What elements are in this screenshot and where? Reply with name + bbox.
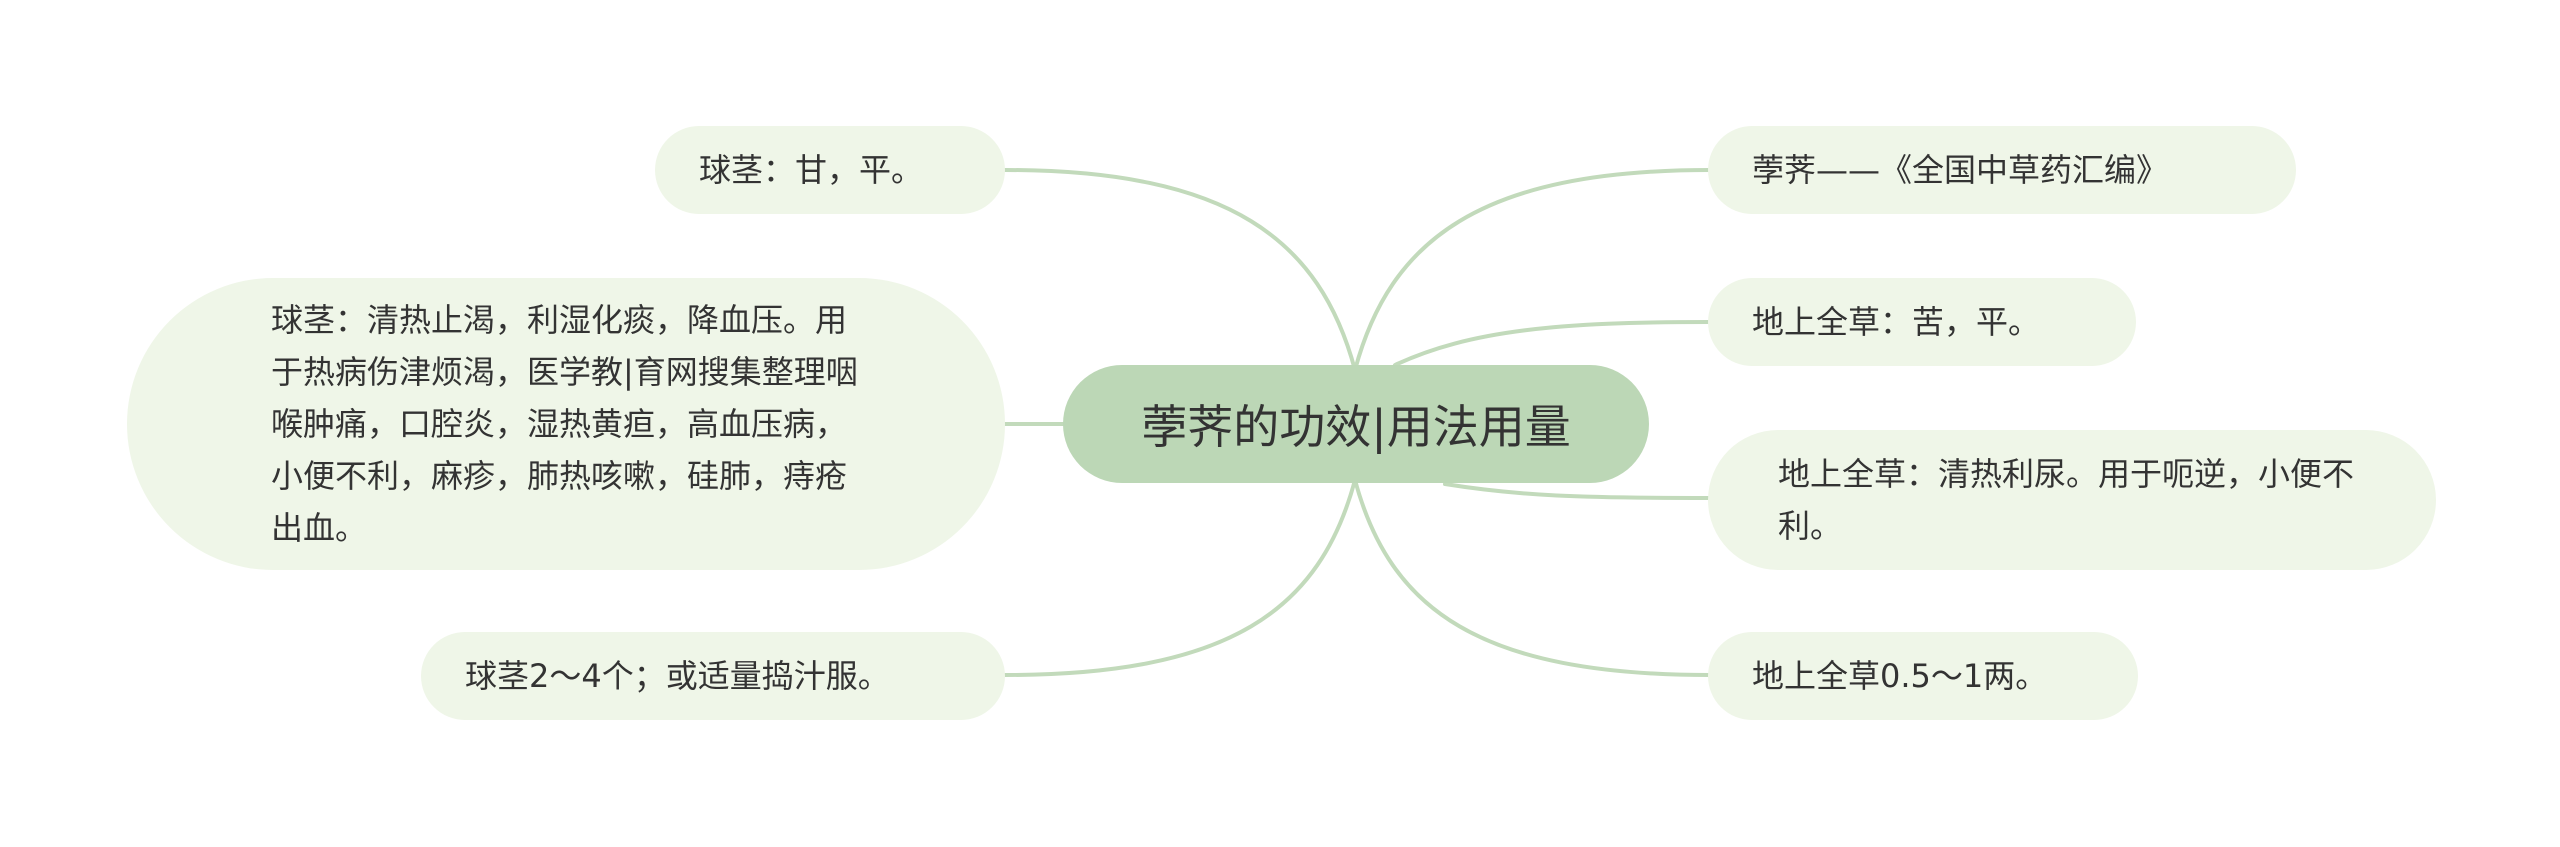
connector-right-4	[1353, 478, 1712, 677]
node-right-2-label: 地上全草：苦，平。	[1752, 303, 2041, 341]
node-left-2[interactable]: 球茎：清热止渴，利湿化痰，降血压。用于热病伤津烦渴，医学教|育网搜集整理咽喉肿痛…	[127, 278, 1005, 570]
node-right-4[interactable]: 地上全草0.5～1两。	[1708, 632, 2138, 720]
node-left-3-label: 球茎2～4个；或适量捣汁服。	[465, 657, 890, 695]
node-left-2-label: 球茎：清热止渴，利湿化痰，降血压。用于热病伤津烦渴，医学教|育网搜集整理咽喉肿痛…	[271, 301, 858, 547]
node-right-1-label: 荸荠——《全国中草药汇编》	[1752, 151, 2169, 189]
node-right-3[interactable]: 地上全草：清热利尿。用于呃逆，小便不利。	[1708, 430, 2436, 570]
connector-left-1	[1003, 168, 1357, 372]
node-right-2[interactable]: 地上全草：苦，平。	[1708, 278, 2136, 366]
node-left-1-label: 球茎：甘，平。	[699, 151, 924, 189]
connector-right-3	[1443, 482, 1712, 500]
node-right-1[interactable]: 荸荠——《全国中草药汇编》	[1708, 126, 2296, 214]
connector-left-3	[1003, 478, 1357, 677]
node-left-3[interactable]: 球茎2～4个；或适量捣汁服。	[421, 632, 1005, 720]
central-topic[interactable]: 荸荠的功效|用法用量	[1063, 365, 1649, 483]
node-right-3-label: 地上全草：清热利尿。用于呃逆，小便不利。	[1778, 455, 2355, 545]
central-topic-label: 荸荠的功效|用法用量	[1141, 400, 1571, 454]
node-left-1[interactable]: 球茎：甘，平。	[655, 126, 1005, 214]
connector-right-2	[1393, 320, 1712, 367]
connector-right-1	[1353, 168, 1712, 372]
node-right-4-label: 地上全草0.5～1两。	[1752, 657, 2048, 695]
